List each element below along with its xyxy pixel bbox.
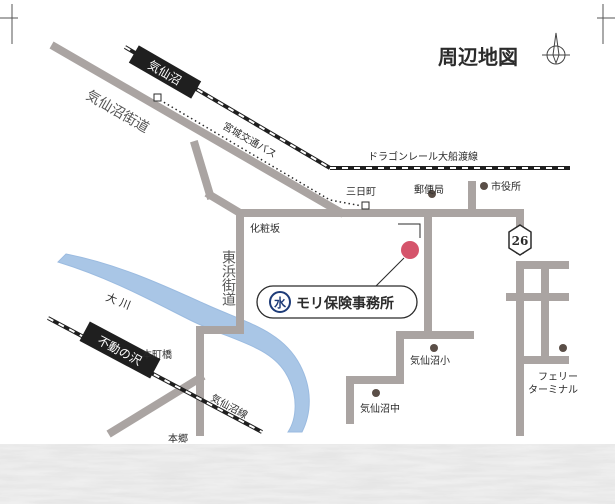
crop-marks [0,4,615,44]
city-hall-dot [480,182,488,190]
place-kewaizaka: 化粧坂 [250,222,280,235]
road-branch [190,140,215,200]
rail-line-label-dragon: ドラゴンレール大船渡線 [368,150,478,163]
office-mark-char: 水 [274,295,287,310]
place-mikkamachi: 三日町 [346,187,376,198]
route-26-label: 26 [512,234,529,248]
office-label-box[interactable]: 水 モリ保険事務所 [256,285,418,319]
road-label-higashihama: 東浜街道 [220,250,236,307]
office-pointer [398,223,421,238]
place-post-office: 郵便局 [414,183,444,196]
office-name: モリ保険事務所 [296,295,394,312]
station-kesennuma: 気仙沼 [128,45,202,99]
office-leader-line [371,257,405,291]
place-city-hall: 市役所 [491,180,521,193]
paper-texture-strip [0,444,615,504]
place-hongo: 本郷 [168,432,188,445]
compass-icon [542,32,570,65]
road-kesennuma-kaido [49,41,346,218]
office-location-marker[interactable] [401,241,419,259]
road-branch-2 [204,189,246,219]
river [57,253,310,433]
bus-stop-kesennuma [153,93,162,102]
place-honmachibashi: 本町橋 [142,348,172,361]
office-mark-icon [269,291,291,313]
place-ferry-2: ターミナル [528,384,578,396]
place-kesennuma-elem: 気仙沼小 [410,354,450,367]
ferry-dot [559,344,567,352]
map-title: 周辺地図 [438,45,518,69]
road-network [49,41,569,438]
river-label: 大 川 [104,290,133,313]
bus-stop-mikkamachi [361,201,370,210]
post-office-dot [428,190,436,198]
bus-line-label: 宮城交通バス [221,119,279,160]
place-kesennuma-jhs: 気仙沼中 [360,402,400,415]
school-jhs-dot [372,389,380,397]
route-26-shield: 26 [508,224,532,256]
road-sw [106,372,206,438]
school-elem-dot [430,344,438,352]
place-ferry-1: フェリー [538,372,578,383]
